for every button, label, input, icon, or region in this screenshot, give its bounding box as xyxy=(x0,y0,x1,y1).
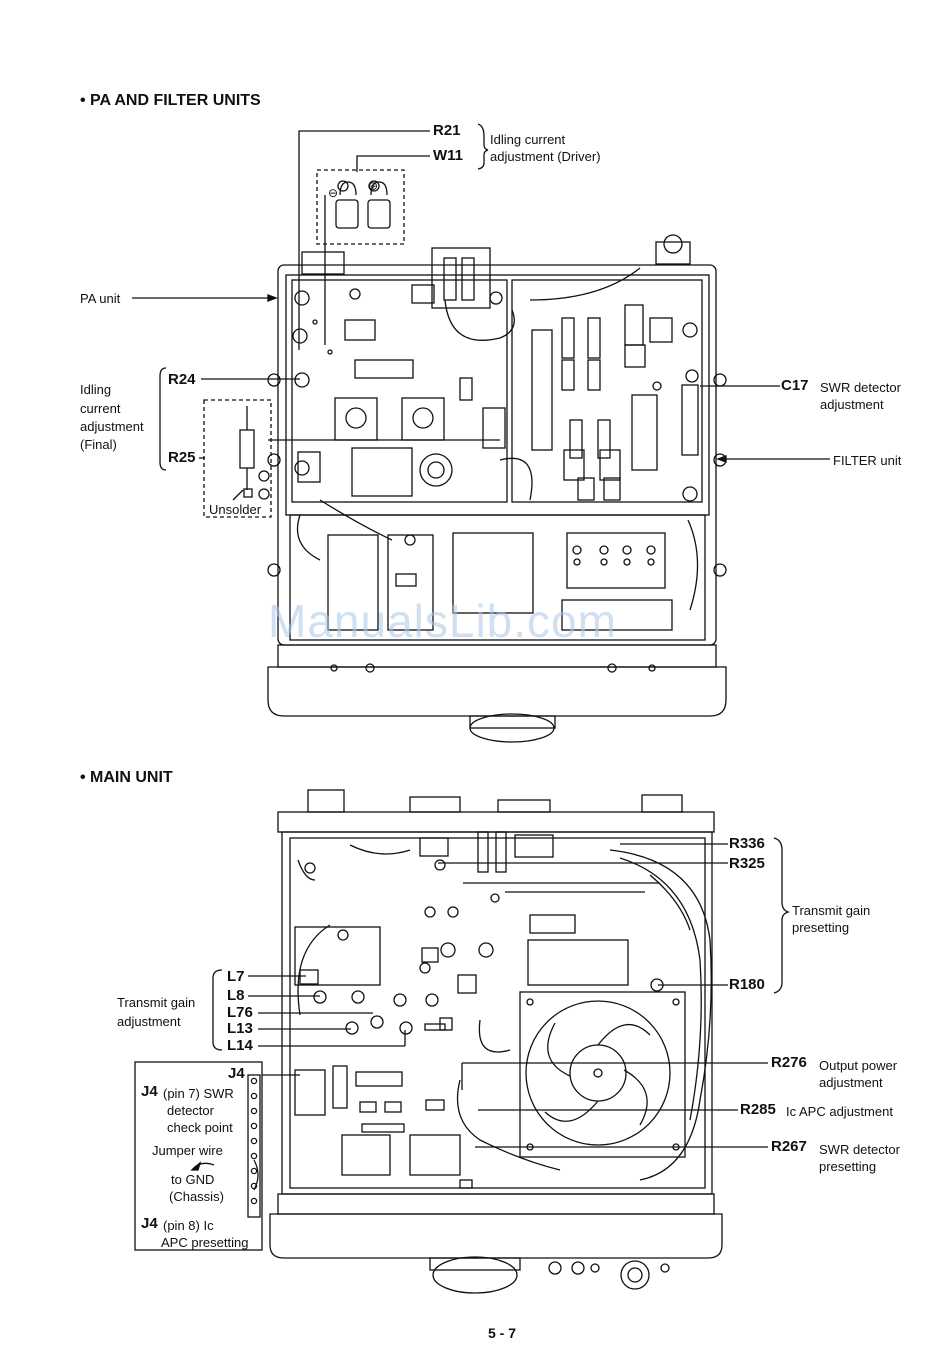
transmit-adjustment-line2: adjustment xyxy=(117,1014,181,1029)
output-power-line2: adjustment xyxy=(819,1075,883,1090)
l8-label: L8 xyxy=(227,987,245,1004)
j4-pin7-line3: check point xyxy=(167,1120,233,1135)
r24-label: R24 xyxy=(168,371,196,388)
c17-label: C17 xyxy=(781,377,809,394)
page-number: 5 - 7 xyxy=(488,1325,517,1341)
r325-label: R325 xyxy=(729,855,765,872)
main-callout-lines xyxy=(134,837,791,1251)
j4-pin7-ref: J4 xyxy=(141,1083,158,1100)
to-gnd-line1: to GND xyxy=(171,1172,215,1187)
svg-text:⊖: ⊖ xyxy=(328,186,338,200)
j4-pin8-ref: J4 xyxy=(141,1215,158,1232)
transmit-adjustment-line1: Transmit gain xyxy=(117,995,196,1010)
swr-adj-line2: adjustment xyxy=(820,397,884,412)
pa-callout-lines xyxy=(132,123,830,518)
main-section-title: • MAIN UNIT xyxy=(80,769,173,786)
watermark: ManualsLib.com xyxy=(268,595,617,647)
swr-adj-line1: SWR detector xyxy=(820,380,901,395)
unsolder-label: Unsolder xyxy=(209,502,262,517)
main-unit-chassis xyxy=(269,789,723,1294)
r285-label: R285 xyxy=(740,1101,776,1118)
jumper-wire-label: Jumper wire xyxy=(152,1143,223,1158)
w11-label: W11 xyxy=(433,147,464,164)
swr-presetting-line2: presetting xyxy=(819,1159,877,1174)
r25-label: R25 xyxy=(168,449,196,466)
l7-label: L7 xyxy=(227,968,245,985)
r276-label: R276 xyxy=(771,1054,807,1071)
r180-label: R180 xyxy=(729,976,765,993)
idling-final-line3: adjustment xyxy=(80,419,144,434)
idling-driver-line2: adjustment (Driver) xyxy=(490,149,601,164)
swr-presetting-line1: SWR detector xyxy=(819,1142,900,1157)
r21-label: R21 xyxy=(433,122,461,139)
r267-label: R267 xyxy=(771,1138,807,1155)
transmit-presetting-line2: presetting xyxy=(792,920,850,935)
idling-driver-line1: Idling current xyxy=(490,132,566,147)
l14-label: L14 xyxy=(227,1037,253,1054)
svg-text:⊕: ⊕ xyxy=(368,179,378,193)
l13-label: L13 xyxy=(227,1020,253,1037)
filter-unit-label: FILTER unit xyxy=(833,453,902,468)
r336-label: R336 xyxy=(729,835,765,852)
ic-apc-label: Ic APC adjustment xyxy=(786,1104,893,1119)
j4-pin7-line1: (pin 7) SWR xyxy=(163,1086,234,1101)
l76-label: L76 xyxy=(227,1004,253,1021)
j4-pin8-line2: APC presetting xyxy=(161,1235,249,1250)
transmit-presetting-line1: Transmit gain xyxy=(792,903,871,918)
pa-filter-chassis xyxy=(267,234,727,743)
j4-pin8-line1: (pin 8) Ic xyxy=(163,1218,214,1233)
idling-final-line1: Idling xyxy=(80,382,112,397)
pa-unit-label: PA unit xyxy=(80,291,121,306)
j4-label: J4 xyxy=(228,1065,245,1082)
idling-final-line4: (Final) xyxy=(80,437,117,452)
j4-pin7-line2: detector xyxy=(167,1103,214,1118)
pa-section-title: • PA AND FILTER UNITS xyxy=(80,92,261,109)
idling-final-line2: current xyxy=(80,401,121,416)
output-power-line1: Output power xyxy=(819,1058,898,1073)
to-gnd-line2: (Chassis) xyxy=(169,1189,224,1204)
